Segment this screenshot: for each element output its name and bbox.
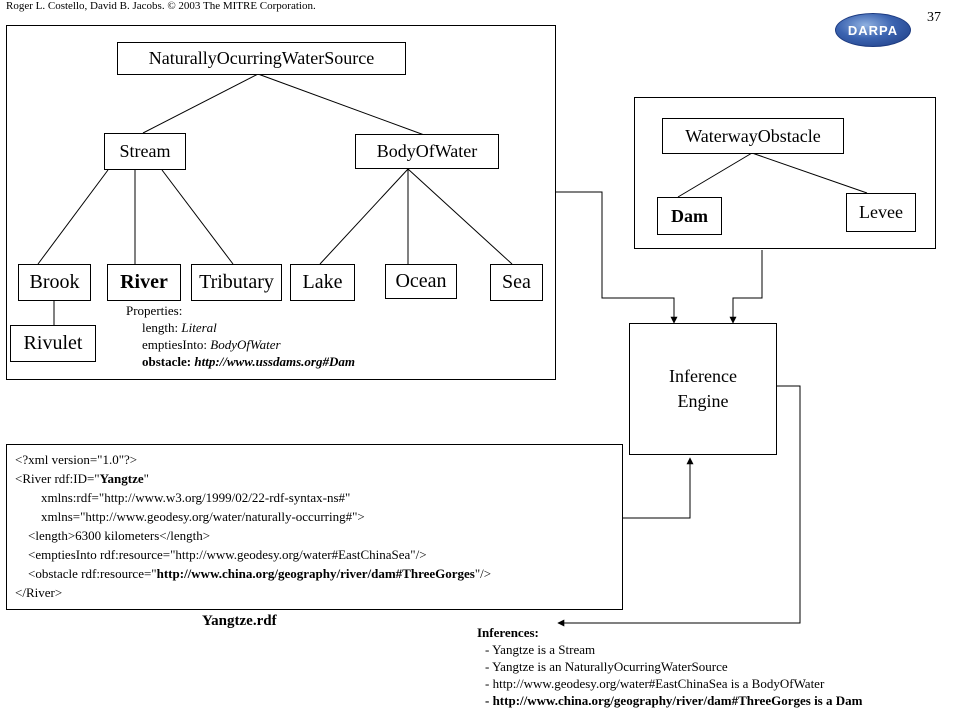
node-dam: Dam [657, 197, 722, 235]
rdf-line-7: <obstacle rdf:resource="http://www.china… [15, 566, 492, 581]
rdf-line-6: <emptiesInto rdf:resource="http://www.ge… [15, 547, 427, 562]
rdf-line-1: <?xml version="1.0"?> [15, 452, 138, 467]
node-lake: Lake [290, 264, 355, 301]
node-sea: Sea [490, 264, 543, 301]
rdf-line-2: <River rdf:ID="Yangtze" [15, 471, 149, 486]
properties-title: Properties: [126, 303, 183, 318]
rdf-line-4: xmlns="http://www.geodesy.org/water/natu… [15, 509, 365, 524]
author-credit: Roger L. Costello, David B. Jacobs. © 20… [6, 0, 316, 12]
property-empties-into: emptiesInto: BodyOfWater [142, 337, 281, 352]
rdf-line-5: <length>6300 kilometers</length> [15, 528, 211, 543]
inference-item: - Yangtze is an NaturallyOcurringWaterSo… [485, 659, 728, 674]
inferences-title: Inferences: [477, 625, 539, 640]
rdf-document-panel [6, 444, 623, 610]
node-ocean: Ocean [385, 264, 457, 299]
logo-text: DARPA [847, 22, 899, 38]
inferences-list: Inferences: - Yangtze is a Stream - Yang… [477, 624, 862, 709]
node-waterway-obstacle: WaterwayObstacle [662, 118, 844, 154]
node-tributary: Tributary [191, 264, 282, 301]
node-brook: Brook [18, 264, 91, 301]
obstacle-panel [634, 97, 936, 249]
inference-item: - http://www.china.org/geography/river/d… [485, 693, 863, 708]
node-levee: Levee [846, 193, 916, 232]
node-rivulet: Rivulet [10, 325, 96, 362]
river-properties: Properties: length: Literal emptiesInto:… [126, 302, 355, 370]
rdf-code: <?xml version="1.0"?> <River rdf:ID="Yang… [15, 450, 491, 602]
darpa-logo: DARPA [835, 13, 911, 47]
node-body-of-water: BodyOfWater [355, 134, 499, 169]
node-river: River [107, 264, 181, 301]
property-length: length: Literal [142, 320, 217, 335]
page-number: 37 [927, 10, 941, 25]
property-obstacle: obstacle: http://www.ussdams.org#Dam [142, 354, 355, 369]
ontology-panel [6, 25, 556, 380]
engine-label-line2: Engine [677, 391, 729, 411]
rdf-line-8: </River> [15, 585, 63, 600]
inference-engine: Inference Engine [629, 323, 777, 455]
inference-item: - http://www.geodesy.org/water#EastChina… [485, 676, 825, 691]
engine-label-line1: Inference [669, 366, 737, 386]
rdf-file-caption: Yangtze.rdf [202, 613, 277, 629]
node-naturally-occurring-water-source: NaturallyOcurringWaterSource [117, 42, 406, 75]
inference-item: - Yangtze is a Stream [485, 642, 596, 657]
node-stream: Stream [104, 133, 186, 170]
rdf-line-3: xmlns:rdf="http://www.w3.org/1999/02/22-… [15, 490, 351, 505]
